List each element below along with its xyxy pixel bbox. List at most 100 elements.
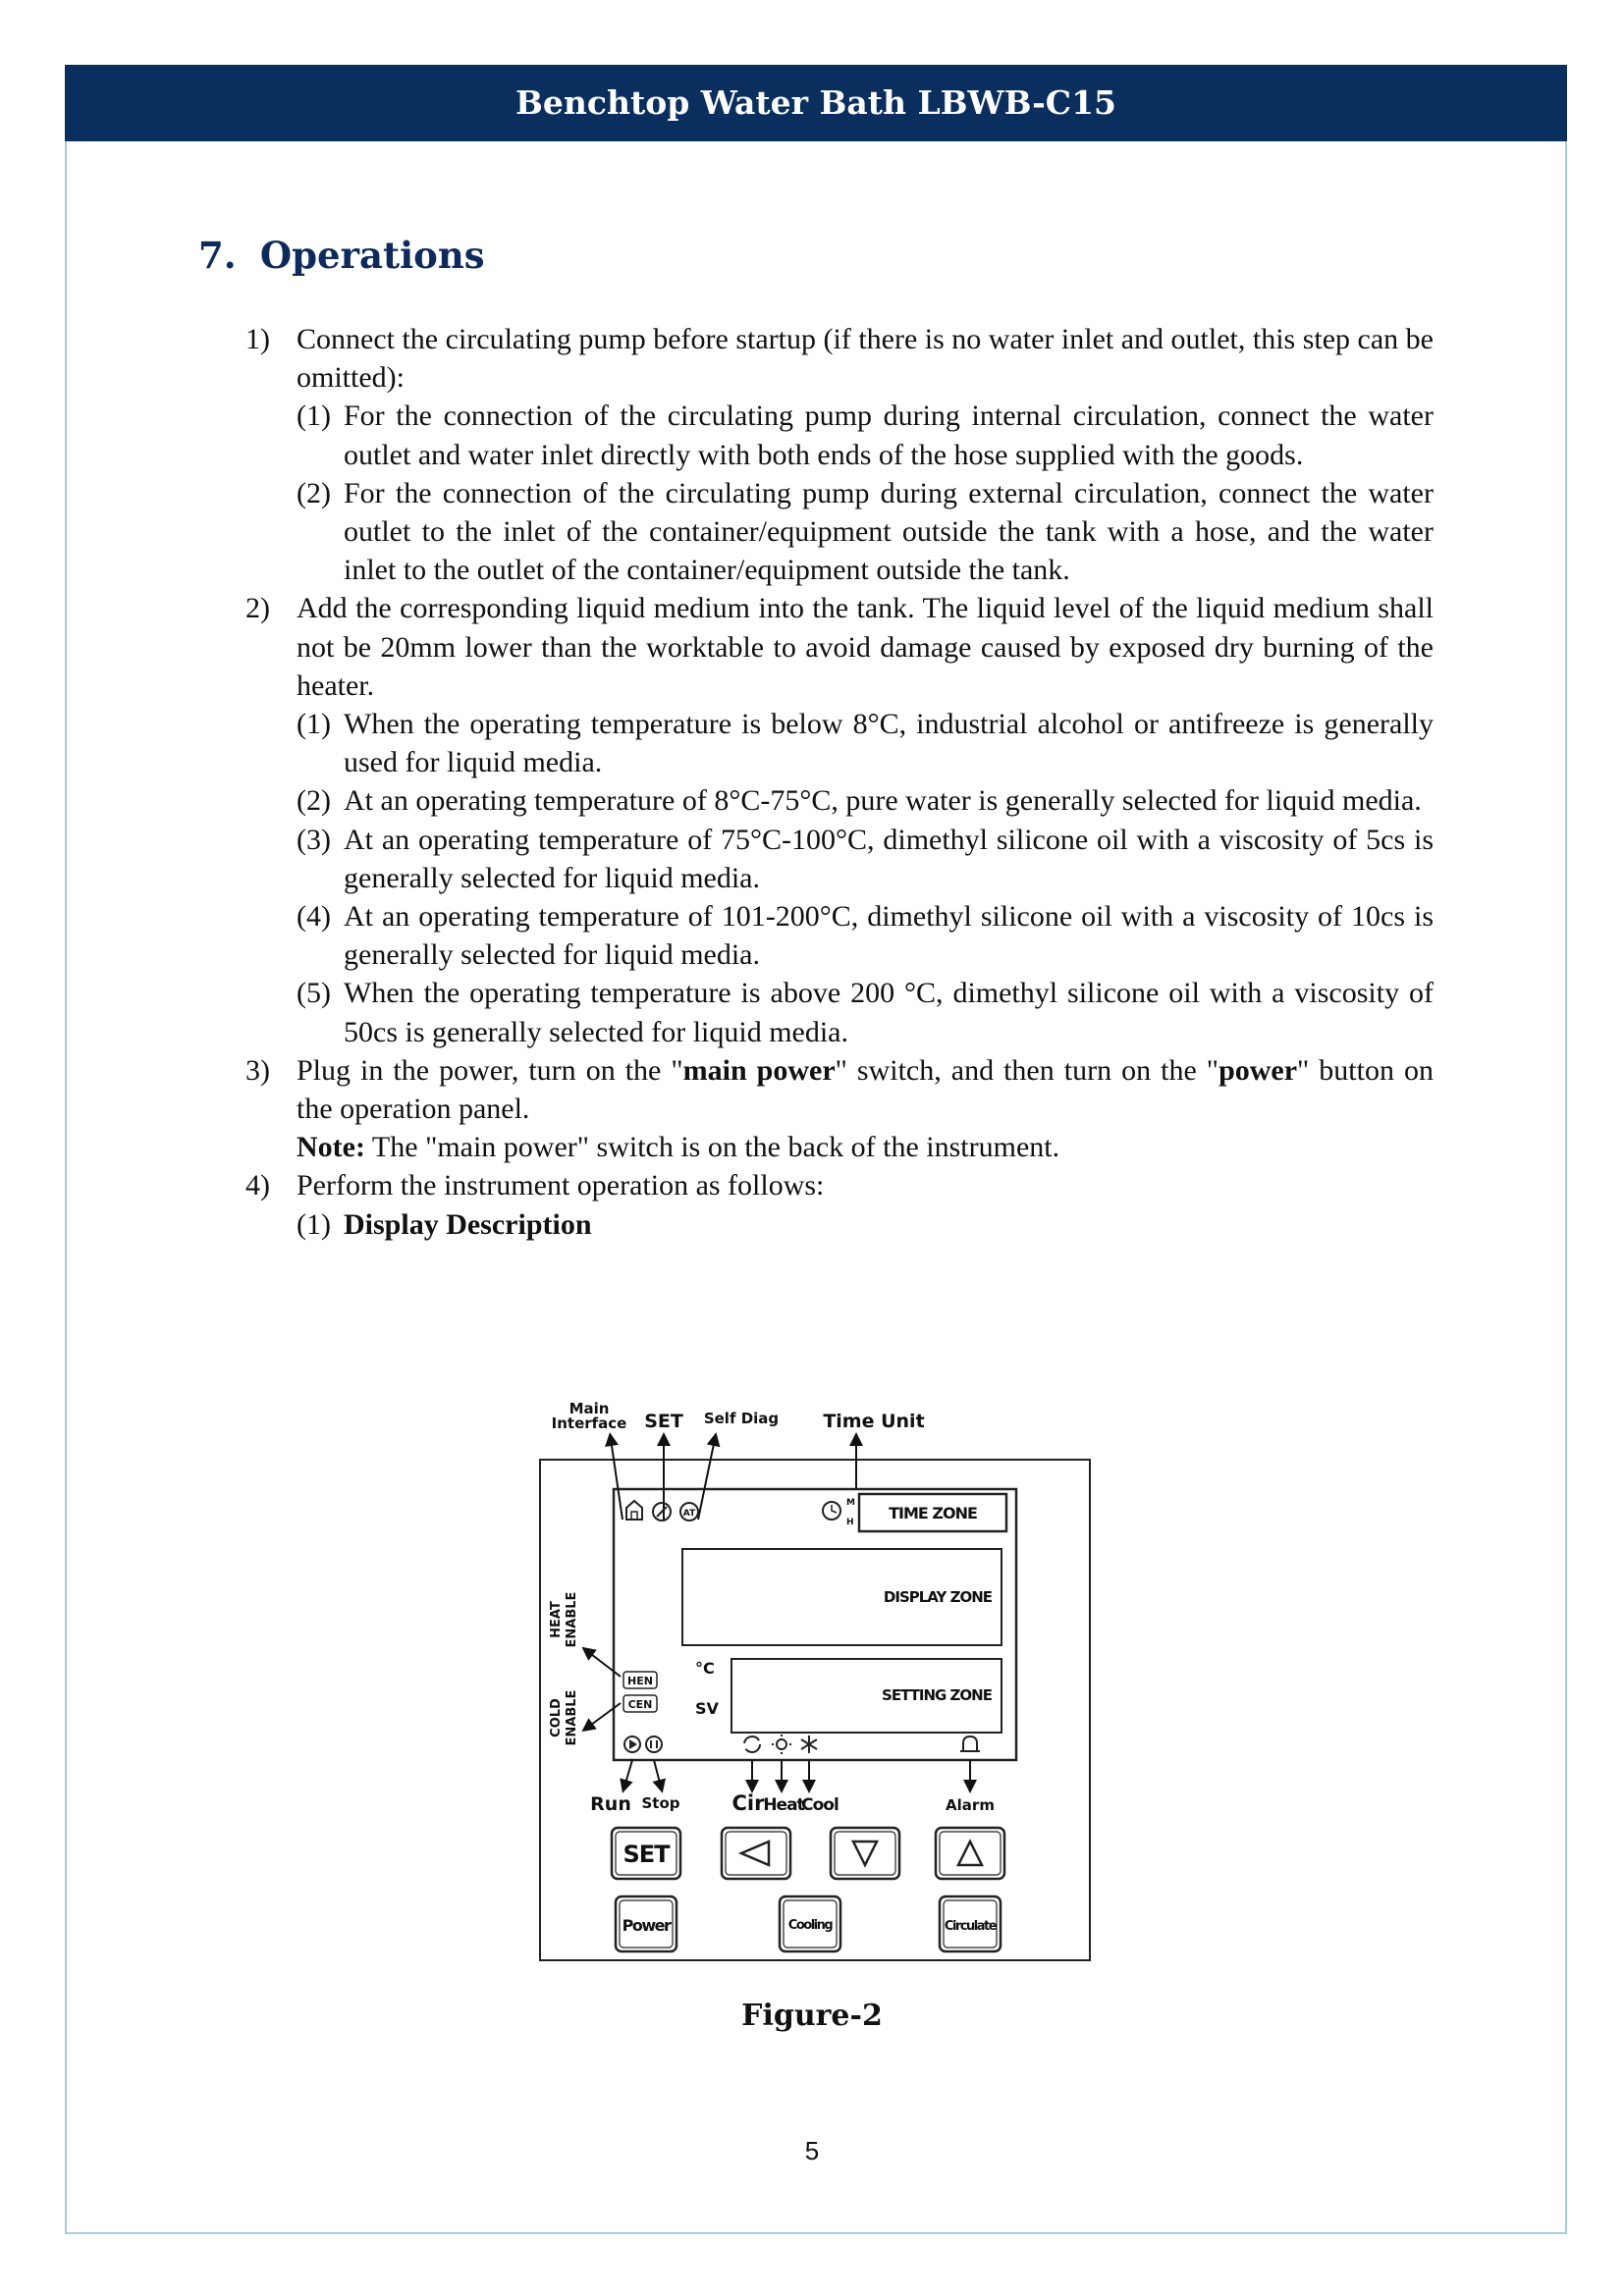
stop-icon bbox=[645, 1735, 663, 1753]
substep: (4) At an operating temperature of 101-2… bbox=[245, 897, 1434, 974]
heat-enable-label: HEAT ENABLE bbox=[549, 1592, 579, 1648]
display-zone-label: DISPLAY ZONE bbox=[884, 1588, 993, 1606]
self-diag-icon: AT bbox=[679, 1502, 699, 1522]
note: Note: The "main power" switch is on the … bbox=[245, 1128, 1434, 1166]
set-button[interactable]: SET bbox=[610, 1826, 682, 1881]
label-self-diag: Self Diag bbox=[704, 1410, 779, 1427]
note-label: Note: bbox=[297, 1131, 365, 1164]
label-main: Main bbox=[569, 1400, 610, 1417]
left-arrow-icon bbox=[737, 1840, 771, 1867]
step-4: 4) Perform the instrument operation as f… bbox=[245, 1166, 1434, 1204]
step-2: 2) Add the corresponding liquid medium i… bbox=[245, 589, 1434, 705]
main-power-term: main power bbox=[682, 1053, 836, 1087]
svg-text:HEAT: HEAT bbox=[549, 1601, 564, 1638]
power-button[interactable]: Power bbox=[614, 1895, 678, 1953]
lcd-screen bbox=[612, 1487, 1018, 1762]
step-marker: 2) bbox=[245, 592, 270, 625]
document-header: Benchtop Water Bath LBWB-C15 bbox=[65, 65, 1567, 141]
substep-marker: (5) bbox=[297, 977, 331, 1010]
label-run: Run bbox=[590, 1793, 631, 1815]
circulation-icon bbox=[743, 1735, 761, 1753]
step-1: 1) Connect the circulating pump before s… bbox=[245, 320, 1434, 397]
cooling-button-label: Cooling bbox=[788, 1918, 834, 1933]
substep-title: Display Description bbox=[344, 1207, 592, 1241]
substep-text: At an operating temperature of 75°C-100°… bbox=[344, 823, 1434, 894]
operations-content: 1) Connect the circulating pump before s… bbox=[245, 320, 1434, 1244]
svg-text:ENABLE: ENABLE bbox=[565, 1690, 579, 1746]
step-text-part: " switch, and then turn on the " bbox=[835, 1053, 1219, 1087]
substep-marker: (1) bbox=[297, 400, 331, 433]
label-alarm: Alarm bbox=[946, 1796, 995, 1814]
substep: (2) At an operating temperature of 8°C-7… bbox=[245, 781, 1434, 820]
step-text-part: Plug in the power, turn on the " bbox=[297, 1053, 683, 1087]
step-text: Connect the circulating pump before star… bbox=[297, 323, 1434, 395]
svg-text:ENABLE: ENABLE bbox=[565, 1592, 579, 1648]
run-icon bbox=[623, 1735, 641, 1753]
substep-marker: (2) bbox=[297, 476, 331, 509]
svg-text:AT: AT bbox=[683, 1509, 696, 1519]
section-number: 7. bbox=[198, 234, 237, 277]
svg-text:COLD: COLD bbox=[549, 1698, 564, 1737]
label-cool: Cool bbox=[801, 1795, 839, 1815]
step-text: Add the corresponding liquid medium into… bbox=[297, 592, 1434, 702]
control-panel-diagram: Main Interface SET Self Diag Time Unit A… bbox=[539, 1400, 1091, 1961]
label-cir: Cir bbox=[732, 1791, 766, 1815]
hour-indicator: H bbox=[846, 1518, 854, 1527]
substep-text: For the connection of the circulating pu… bbox=[344, 400, 1434, 471]
substep-marker: (1) bbox=[297, 1207, 331, 1241]
set-button-label: SET bbox=[623, 1841, 671, 1868]
page-number: 5 bbox=[804, 2136, 820, 2165]
substep-marker: (2) bbox=[297, 784, 331, 818]
sv-indicator: SV bbox=[695, 1699, 720, 1718]
panel-outer-frame bbox=[539, 1459, 1091, 1961]
set-gauge-icon bbox=[652, 1502, 672, 1522]
circulate-button[interactable]: Circulate bbox=[938, 1895, 1002, 1953]
label-interface: Interface bbox=[552, 1415, 627, 1432]
cool-snowflake-icon bbox=[800, 1735, 818, 1753]
step-marker: 1) bbox=[245, 323, 270, 355]
power-term: power bbox=[1218, 1053, 1298, 1087]
svg-text:CEN: CEN bbox=[628, 1698, 653, 1711]
home-icon bbox=[625, 1499, 643, 1521]
figure-caption: Figure-2 bbox=[741, 1999, 883, 2033]
step-marker: 3) bbox=[245, 1053, 270, 1087]
note-text: The "main power" switch is on the back o… bbox=[364, 1131, 1060, 1164]
clock-icon bbox=[822, 1501, 841, 1521]
step-marker: 4) bbox=[245, 1169, 270, 1202]
step-3: 3) Plug in the power, turn on the "main … bbox=[245, 1051, 1434, 1128]
down-button[interactable] bbox=[829, 1826, 901, 1881]
left-button[interactable] bbox=[720, 1826, 792, 1881]
step-text-part: " button on the operation panel. bbox=[297, 1053, 1435, 1126]
substep: (1) Display Description bbox=[245, 1205, 1434, 1244]
svg-text:HEN: HEN bbox=[627, 1675, 653, 1687]
substep-text: At an operating temperature of 101-200°C… bbox=[344, 900, 1434, 972]
document-title: Benchtop Water Bath LBWB-C15 bbox=[514, 83, 1116, 122]
substep: (5) When the operating temperature is ab… bbox=[245, 974, 1434, 1050]
substep: (1) For the connection of the circulatin… bbox=[245, 397, 1434, 473]
substep: (2) For the connection of the circulatin… bbox=[245, 474, 1434, 590]
cold-enable-label: COLD ENABLE bbox=[549, 1690, 579, 1746]
label-stop: Stop bbox=[641, 1794, 679, 1812]
power-button-label: Power bbox=[623, 1916, 672, 1935]
up-button[interactable] bbox=[934, 1826, 1006, 1881]
substep-text: For the connection of the circulating pu… bbox=[344, 476, 1434, 587]
substep-marker: (1) bbox=[297, 708, 331, 741]
time-zone-label: TIME ZONE bbox=[889, 1504, 977, 1522]
substep-text: When the operating temperature is above … bbox=[344, 977, 1434, 1048]
cooling-button[interactable]: Cooling bbox=[778, 1895, 842, 1953]
circulate-button-label: Circulate bbox=[945, 1919, 998, 1934]
section-heading: 7. Operations bbox=[198, 234, 485, 277]
down-arrow-icon bbox=[850, 1840, 880, 1868]
minute-indicator: M bbox=[846, 1498, 855, 1508]
setting-zone-label: SETTING ZONE bbox=[882, 1686, 993, 1704]
up-arrow-icon bbox=[955, 1839, 985, 1867]
substep-text: At an operating temperature of 8°C-75°C,… bbox=[344, 784, 1422, 818]
control-panel-figure: Main Interface SET Self Diag Time Unit A… bbox=[530, 1394, 1100, 1963]
hen-indicator bbox=[623, 1671, 658, 1689]
alarm-bell-icon bbox=[960, 1735, 980, 1752]
cen-indicator bbox=[623, 1694, 658, 1713]
setting-zone-box bbox=[731, 1658, 1002, 1734]
step-text: Perform the instrument operation as foll… bbox=[297, 1169, 825, 1202]
substep-text: When the operating temperature is below … bbox=[344, 708, 1434, 779]
celsius-indicator: °C bbox=[695, 1659, 715, 1678]
